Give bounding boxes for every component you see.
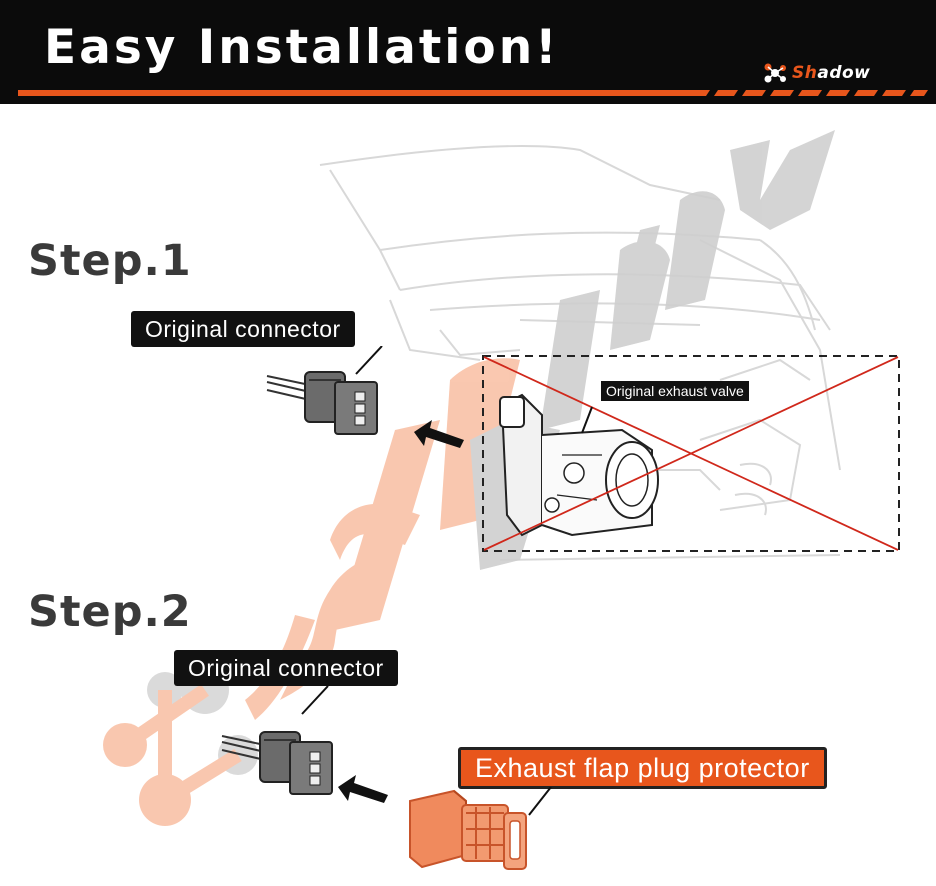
- step2-protector-leader-line: [528, 787, 552, 816]
- brand-logo: Shadow: [762, 62, 870, 84]
- step2-connector-illustration: [221, 731, 333, 795]
- step2-title: Step.2: [28, 587, 192, 637]
- logo-text: Shadow: [792, 63, 871, 83]
- valve-label: Original exhaust valve: [601, 381, 749, 401]
- step2-connector-label: Original connector: [174, 650, 398, 686]
- exhaust-valve-illustration: [499, 393, 659, 537]
- step1-connector-illustration: [266, 371, 378, 435]
- step1-title: Step.1: [28, 236, 192, 286]
- original-exhaust-valve-box: [482, 355, 900, 552]
- step1-leader-line: [355, 346, 383, 375]
- protector-label: Exhaust flap plug protector: [458, 747, 827, 789]
- plug-protector-illustration: [409, 789, 527, 870]
- molecule-icon: [764, 63, 786, 83]
- step2-leader-line: [301, 686, 329, 715]
- step2-arrow-icon: [338, 775, 388, 803]
- header-banner: Easy Installation! Shadow: [0, 0, 936, 104]
- page-title: Easy Installation!: [44, 20, 560, 75]
- step1-arrow-icon: [414, 420, 464, 448]
- header-stripe: [18, 90, 688, 96]
- step1-connector-label: Original connector: [131, 311, 355, 347]
- header-dashes: [688, 90, 928, 96]
